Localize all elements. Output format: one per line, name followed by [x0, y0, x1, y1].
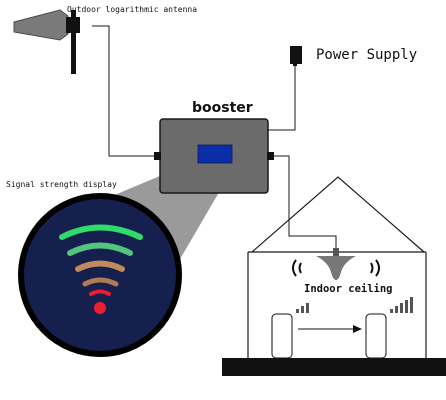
- indoor-antenna: [316, 248, 356, 280]
- power-supply-label: Power Supply: [316, 47, 417, 63]
- signal-bar: [390, 309, 393, 313]
- phone-left: [271, 313, 293, 359]
- indoor-antenna-neck: [333, 248, 339, 256]
- booster-port-right: [267, 152, 274, 160]
- outdoor-antenna: [13, 9, 80, 74]
- indoor-ceiling-label: Indoor ceiling: [304, 283, 393, 295]
- indoor-antenna-waves: [292, 259, 380, 277]
- wave-left-outer: [292, 259, 297, 277]
- wave-right-outer: [375, 259, 380, 277]
- power-adapter: [290, 46, 302, 64]
- signal-bar: [306, 303, 309, 313]
- booster-label: booster: [192, 100, 253, 116]
- signal-bar: [400, 303, 403, 313]
- signal-arc-4: [82, 277, 119, 287]
- signal-arc-3: [75, 260, 125, 272]
- wifi-signal-icon: [59, 224, 143, 314]
- indoor-cable: [274, 155, 337, 250]
- antenna-label: Outdoor logarithmic antenna: [67, 5, 197, 14]
- arrow-head: [353, 325, 362, 333]
- signal-bar: [296, 309, 299, 313]
- phone-right: [365, 313, 387, 359]
- signal-bar: [395, 306, 398, 313]
- ground: [222, 358, 446, 376]
- signal-display-circle: [18, 193, 182, 357]
- antenna-cable: [92, 25, 158, 157]
- signal-dot: [94, 302, 106, 314]
- booster-port-left: [154, 152, 161, 160]
- indoor-antenna-dome: [316, 256, 356, 280]
- house-roof: [251, 176, 425, 253]
- signal-arc-2: [67, 242, 133, 256]
- power-supply: [290, 46, 302, 66]
- antenna-head: [13, 9, 69, 41]
- antenna-mast: [71, 10, 76, 74]
- booster-screen: [197, 144, 233, 164]
- signal-bar: [410, 297, 413, 313]
- wave-right-inner: [370, 262, 374, 274]
- signal-arc-5: [89, 289, 111, 296]
- power-plug: [293, 62, 297, 66]
- display-label: Signal strength display: [6, 180, 117, 189]
- power-cable: [268, 66, 296, 131]
- phone-left-signal: [296, 303, 309, 313]
- signal-arc-1: [59, 224, 143, 240]
- signal-bar: [405, 300, 408, 313]
- phone-right-signal: [390, 297, 413, 313]
- signal-bar: [301, 306, 304, 313]
- wave-left-inner: [298, 262, 302, 274]
